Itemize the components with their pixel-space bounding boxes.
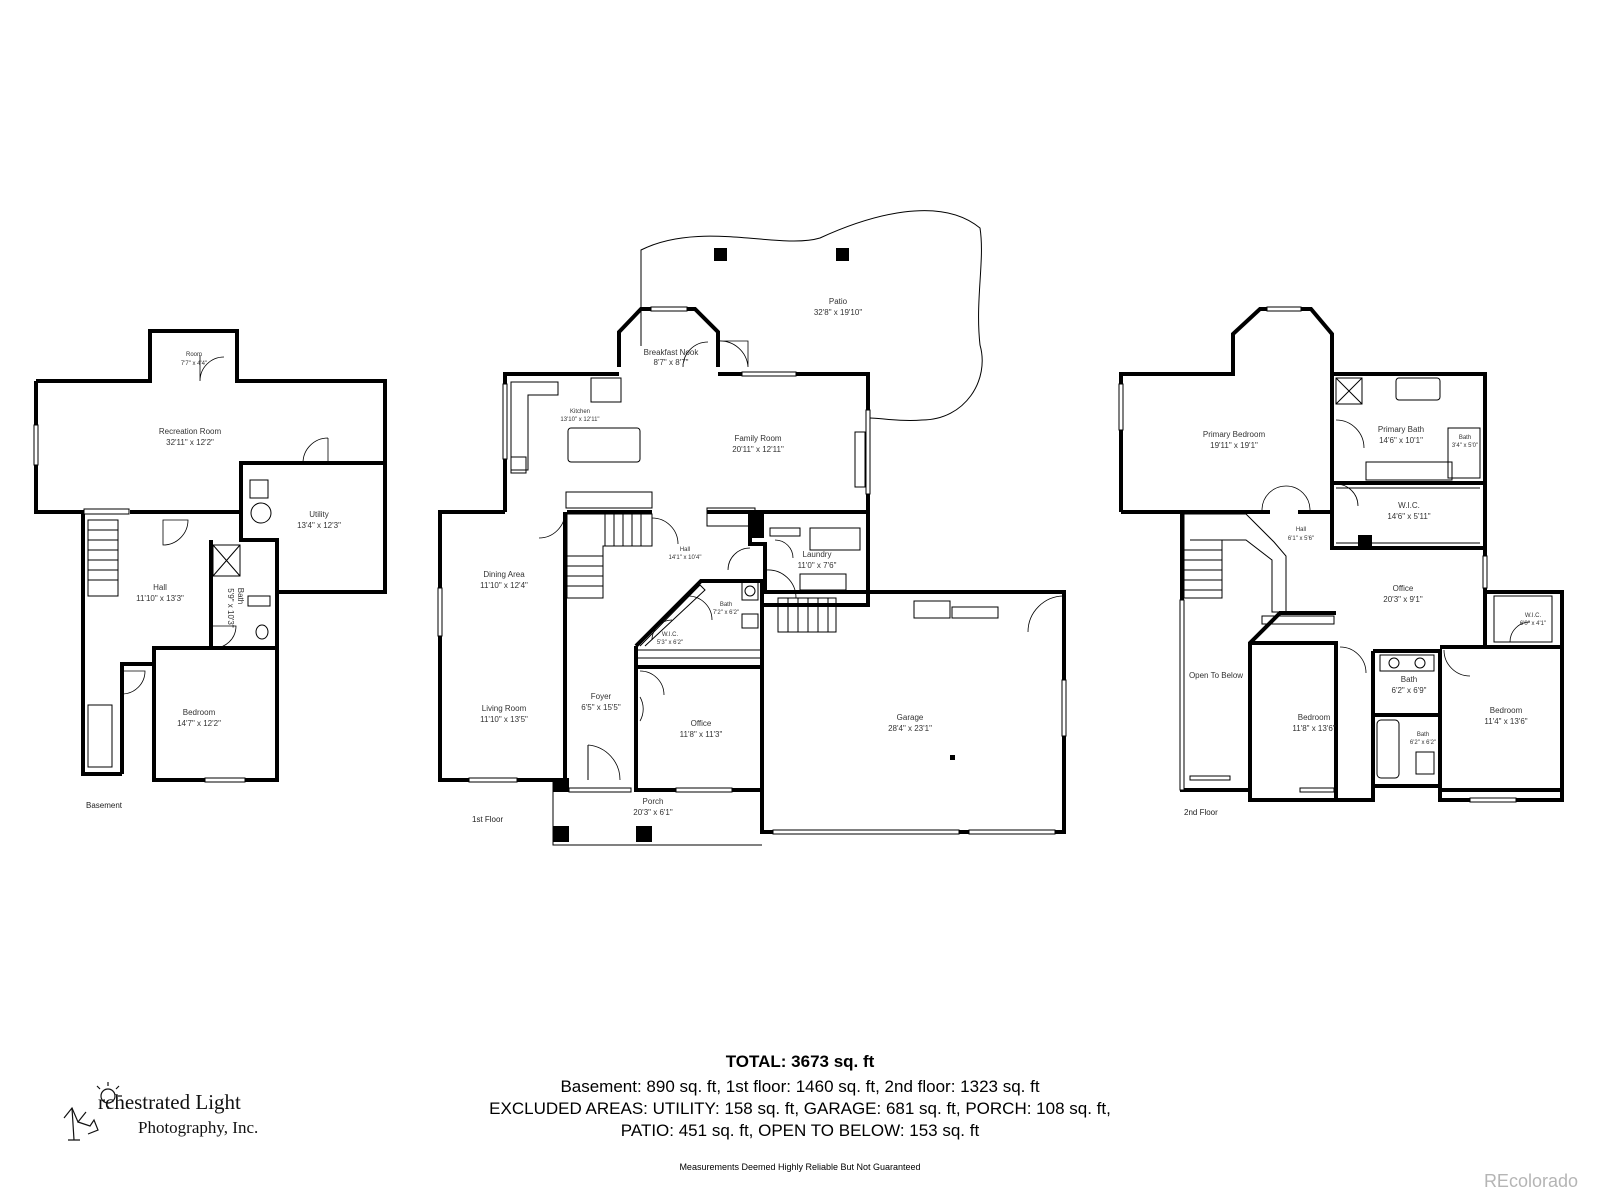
total-area: TOTAL: 3673 sq. ft	[725, 1052, 875, 1071]
dim-b-room: 7'7" x 4'4"	[181, 361, 207, 367]
logo-name: rchestrated Light	[98, 1090, 241, 1114]
dim-b-hall: 11'10" x 13'3"	[136, 594, 184, 603]
label-b-room: Room	[186, 352, 202, 358]
dim-garage: 28'4" x 23'1"	[888, 724, 932, 733]
label-f-hall: Hall	[680, 547, 690, 553]
first-floor-plan	[437, 210, 1067, 846]
dim-b-bath: 5'9" x 10'3"	[226, 588, 235, 628]
label-s-bed-left: Bedroom	[1298, 713, 1331, 722]
label-s-office: Office	[1393, 584, 1414, 593]
dim-s-bed-left: 11'8" x 13'6"	[1292, 724, 1335, 733]
label-kitchen: Kitchen	[570, 409, 590, 415]
dim-s-bath-lower: 6'2" x 6'2"	[1410, 740, 1436, 746]
dim-s-wic2: 6'0" x 4'1"	[1520, 621, 1546, 627]
label-b-bath: Bath	[236, 588, 245, 604]
dim-s-bath-small: 3'4" x 5'0"	[1452, 443, 1478, 449]
dim-b-utility: 13'4" x 12'3"	[297, 521, 341, 530]
dim-b-bed: 14'7" x 12'2"	[177, 719, 221, 728]
dim-s-hall: 6'1" x 5'6"	[1288, 536, 1314, 542]
dim-dining: 11'10" x 12'4"	[480, 581, 528, 590]
floor-plan: Room 7'7" x 4'4" Recreation Room 32'11" …	[33, 210, 1564, 846]
dim-kitchen: 13'10" x 12'11"	[560, 417, 599, 423]
dim-s-wic: 14'6" x 5'11"	[1387, 512, 1430, 521]
label-family: Family Room	[734, 434, 781, 443]
label-primary-bed: Primary Bedroom	[1203, 430, 1266, 439]
dim-f-office: 11'8" x 11'3"	[680, 730, 723, 739]
photographer-logo-icon	[63, 1082, 122, 1141]
area-breakdown: Basement: 890 sq. ft, 1st floor: 1460 sq…	[560, 1077, 1040, 1096]
dim-f-bath: 7'2" x 6'2"	[713, 610, 739, 616]
dim-primary-bath: 14'6" x 10'1"	[1379, 436, 1423, 445]
dim-patio: 32'8" x 19'10"	[814, 308, 862, 317]
room-labels: Room 7'7" x 4'4" Recreation Room 32'11" …	[86, 297, 1546, 824]
dim-laundry: 11'0" x 7'6"	[798, 561, 837, 570]
label-b-hall: Hall	[153, 583, 167, 592]
dim-b-rec: 32'11" x 12'2"	[166, 438, 214, 447]
label-s-wic2: W.I.C.	[1525, 613, 1542, 619]
label-s-bath-lower: Bath	[1417, 732, 1429, 738]
label-living: Living Room	[482, 704, 527, 713]
dim-f-wic: 5'3" x 6'2"	[657, 640, 683, 646]
floor-label-second: 2nd Floor	[1184, 808, 1218, 817]
dim-living: 11'10" x 13'5"	[480, 715, 528, 724]
label-f-bath: Bath	[720, 602, 732, 608]
label-porch: Porch	[643, 797, 664, 806]
label-garage: Garage	[897, 713, 924, 722]
watermark: REcolorado	[1483, 1171, 1578, 1191]
dim-f-hall: 14'1" x 10'4"	[669, 555, 702, 561]
label-patio: Patio	[829, 297, 848, 306]
excluded-areas: EXCLUDED AREAS: UTILITY: 158 sq. ft, GAR…	[489, 1099, 1111, 1118]
logo-subtitle: Photography, Inc.	[138, 1118, 259, 1137]
label-laundry: Laundry	[803, 550, 832, 559]
second-floor-plan	[1118, 306, 1564, 803]
dim-s-office: 20'3" x 9'1"	[1383, 595, 1423, 604]
label-f-office: Office	[691, 719, 712, 728]
floor-label-first: 1st Floor	[472, 815, 503, 824]
dim-s-bed-right: 11'4" x 13'6"	[1484, 717, 1527, 726]
label-open-to-below: Open To Below	[1189, 671, 1243, 680]
label-foyer: Foyer	[591, 692, 612, 701]
dim-foyer: 6'5" x 15'5"	[581, 703, 621, 712]
label-nook: Breakfast Nook	[644, 348, 700, 357]
label-s-bed-right: Bedroom	[1490, 706, 1523, 715]
floor-label-basement: Basement	[86, 801, 123, 810]
dim-family: 20'11" x 12'11"	[732, 445, 784, 454]
label-s-hall: Hall	[1296, 527, 1306, 533]
excluded-areas-cont: PATIO: 451 sq. ft, OPEN TO BELOW: 153 sq…	[620, 1121, 980, 1140]
dim-s-bath-mid: 6'2" x 6'9"	[1392, 686, 1427, 695]
dim-porch: 20'3" x 6'1"	[633, 808, 673, 817]
basement-plan	[33, 329, 387, 783]
label-primary-bath: Primary Bath	[1378, 425, 1424, 434]
dim-primary-bed: 19'11" x 19'1"	[1210, 441, 1258, 450]
label-s-wic: W.I.C.	[1398, 501, 1420, 510]
label-f-wic: W.I.C.	[662, 632, 679, 638]
dim-nook: 8'7" x 8'7"	[654, 358, 689, 367]
label-b-utility: Utility	[309, 510, 329, 519]
label-dining: Dining Area	[483, 570, 525, 579]
label-b-bed: Bedroom	[183, 708, 216, 717]
label-b-rec: Recreation Room	[159, 427, 222, 436]
disclaimer: Measurements Deemed Highly Reliable But …	[679, 1162, 921, 1172]
label-s-bath-mid: Bath	[1401, 675, 1417, 684]
label-s-bath-small: Bath	[1459, 435, 1471, 441]
